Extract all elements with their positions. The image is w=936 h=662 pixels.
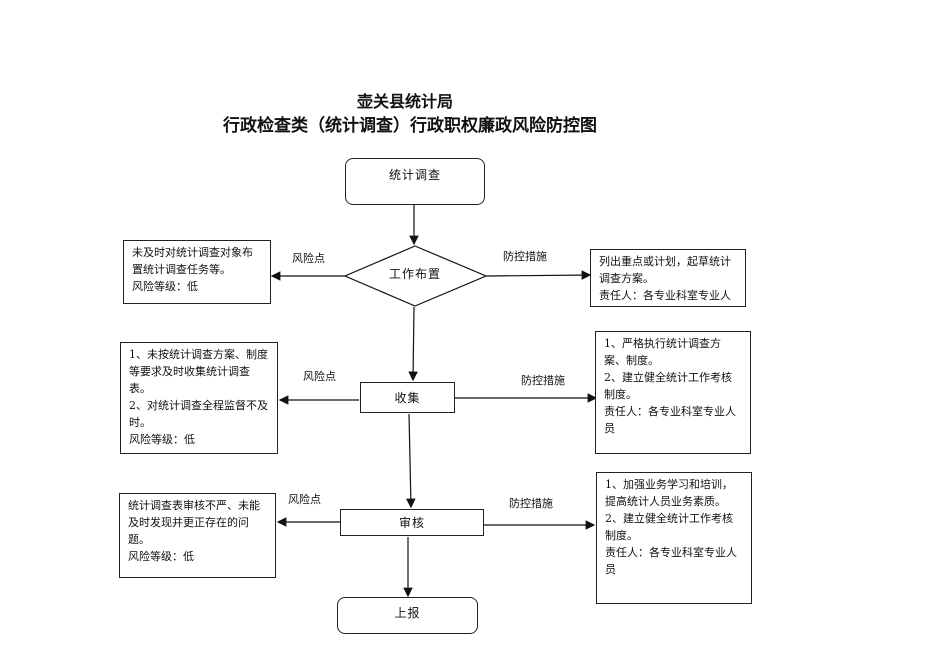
node-step3: 审核 xyxy=(340,509,484,536)
control-label-3: 防控措施 xyxy=(509,497,553,510)
arrow-control-1 xyxy=(485,270,592,280)
risk-label-2: 风险点 xyxy=(303,370,336,383)
risk-label-1: 风险点 xyxy=(292,252,325,265)
node-end: 上报 xyxy=(337,597,478,634)
risk-label-3: 风险点 xyxy=(288,493,321,506)
risk-box-1: 未及时对统计调查对象布置统计调查任务等。 风险等级：低 xyxy=(123,240,271,304)
node-step1-label: 工作布置 xyxy=(388,267,441,281)
control-box-2: 1、严格执行统计调查方案、制度。 2、建立健全统计工作考核制度。 责任人：各专业… xyxy=(595,331,751,454)
arrow-step1-to-step2 xyxy=(408,306,418,382)
risk-box-3: 统计调查表审核不严、未能及时发现并更正存在的问题。 风险等级：低 xyxy=(119,493,276,578)
org-name: 壶关县统计局 xyxy=(356,92,453,111)
control-box-1: 列出重点或计划，起草统计调查方案。 责任人：各专业科室专业人 xyxy=(590,249,746,307)
node-start: 统计调查 xyxy=(345,158,485,205)
page-title: 行政检查类（统计调查）行政职权廉政风险防控图 xyxy=(223,116,597,136)
decision-diamond xyxy=(343,245,488,307)
control-label-1: 防控措施 xyxy=(503,250,547,263)
control-box-3: 1、加强业务学习和培训，提高统计人员业务素质。 2、建立健全统计工作考核制度。 … xyxy=(596,472,752,604)
risk-box-2: 1、未按统计调查方案、制度等要求及时收集统计调查表。 2、对统计调查全程监督不及… xyxy=(120,342,278,454)
arrow-step2-to-step3 xyxy=(406,413,416,509)
control-label-2: 防控措施 xyxy=(521,374,565,387)
node-step2: 收集 xyxy=(360,382,455,413)
